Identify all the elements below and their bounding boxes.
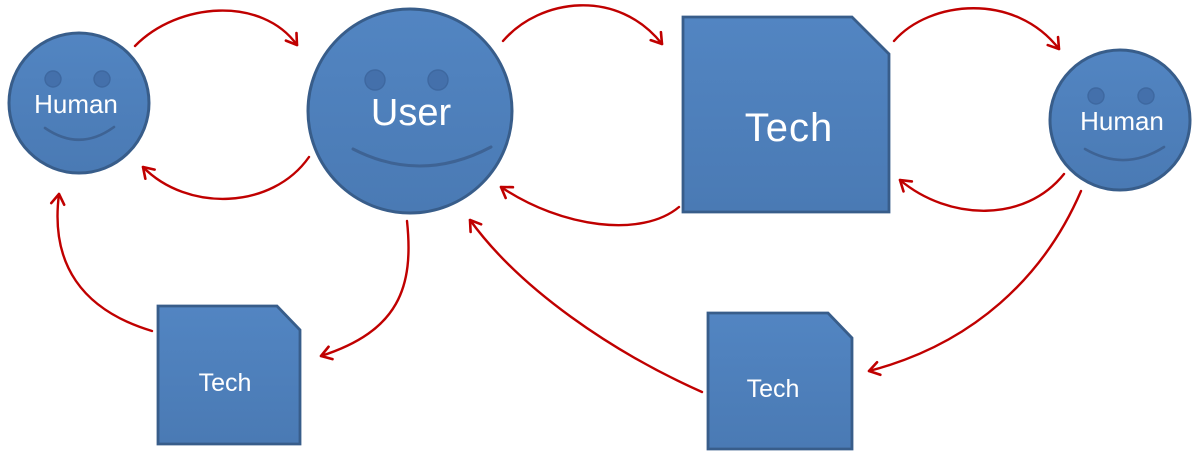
node-tech-bottom-mid: Tech: [706, 311, 854, 451]
human-left-eye-left: [44, 70, 62, 88]
tech-bottom-mid-square: [706, 311, 854, 451]
user-eye-right: [427, 69, 449, 91]
human-right-face-circle: [1048, 48, 1192, 192]
node-user: User: [306, 7, 514, 215]
node-label: Human: [34, 89, 118, 119]
node-label: User: [371, 92, 452, 134]
arrow-human-right-to-tech-main: [898, 172, 1066, 212]
node-label: Tech: [745, 106, 834, 150]
node-label: Tech: [747, 375, 800, 403]
human-right-eye-right: [1137, 87, 1155, 105]
user-smile: [351, 145, 493, 168]
user-face-circle: [306, 7, 514, 215]
arrow-tech-bottom-left-to-human-left: [49, 192, 154, 333]
tech-bottom-left-square: [156, 304, 302, 446]
human-left-eye-right: [93, 70, 111, 88]
human-left-face-circle: [7, 31, 151, 175]
arrow-user-to-human-left: [141, 155, 311, 201]
node-human-left: Human: [7, 31, 151, 175]
arrow-tech-main-to-human-right: [892, 7, 1061, 51]
human-right-eye-left: [1087, 87, 1105, 105]
human-right-smile: [1083, 145, 1166, 162]
node-human-right: Human: [1048, 48, 1192, 192]
arrow-user-to-tech-bottom-left: [319, 219, 410, 361]
arrow-human-right-to-tech-bottom-mid: [867, 189, 1083, 377]
arrow-tech-main-to-user: [499, 185, 681, 227]
arrow-human-left-to-user: [133, 9, 299, 48]
arrow-tech-bottom-mid-to-user: [468, 218, 704, 394]
user-eye-left: [364, 69, 386, 91]
node-tech-main: Tech: [681, 15, 891, 214]
node-tech-bottom-left: Tech: [156, 304, 302, 446]
node-label: Human: [1080, 106, 1164, 136]
tech-main-square: [681, 15, 891, 214]
human-left-smile: [43, 125, 116, 141]
arrow-layer: [49, 4, 1083, 394]
node-label: Tech: [199, 369, 252, 397]
arrow-user-to-tech-main: [501, 4, 664, 46]
